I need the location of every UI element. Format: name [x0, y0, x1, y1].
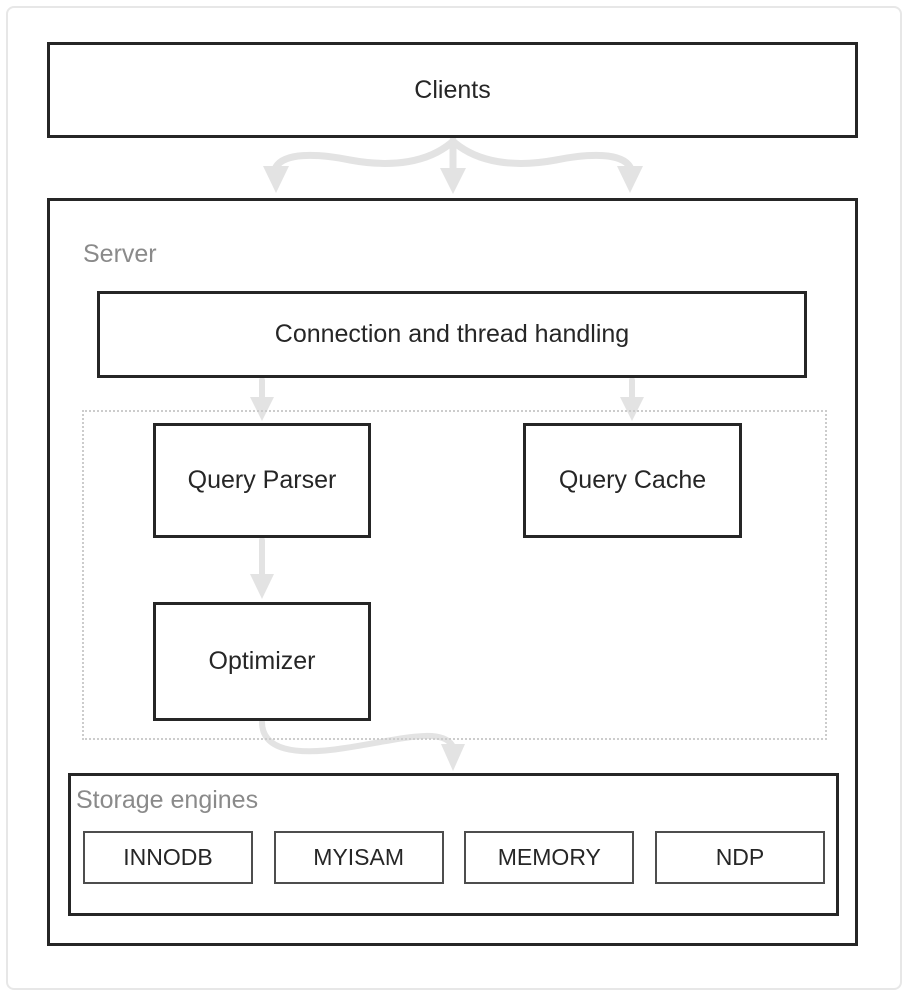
clients-box: Clients	[47, 42, 858, 138]
server-box	[47, 198, 858, 946]
server-label: Server	[83, 240, 157, 268]
query-parser-box: Query Parser	[153, 423, 371, 538]
query-cache-label: Query Cache	[558, 466, 707, 494]
optimizer-label: Optimizer	[208, 647, 316, 675]
optimizer-box: Optimizer	[153, 602, 371, 721]
engine-label-ndp: NDP	[715, 844, 765, 870]
engine-box-memory: MEMORY	[464, 831, 635, 884]
query-cache-box: Query Cache	[523, 423, 742, 538]
connection-thread-handling-box: Connection and thread handling	[97, 291, 807, 378]
query-parser-label: Query Parser	[187, 466, 337, 494]
engine-label-innodb: INNODB	[123, 844, 213, 870]
engine-label-myisam: MYISAM	[313, 844, 405, 870]
clients-label: Clients	[414, 75, 491, 104]
engine-box-myisam: MYISAM	[273, 831, 444, 884]
page-border-frame	[6, 6, 902, 990]
engine-label-memory: MEMORY	[497, 844, 601, 870]
connection-thread-handling-label: Connection and thread handling	[274, 320, 630, 348]
engine-box-innodb: INNODB	[83, 831, 253, 884]
engine-box-ndp: NDP	[654, 831, 825, 884]
storage-engines-row: INNODB MYISAM MEMORY NDP	[83, 831, 825, 884]
query-processing-dotted-region	[82, 410, 827, 740]
storage-engines-label: Storage engines	[76, 786, 259, 814]
